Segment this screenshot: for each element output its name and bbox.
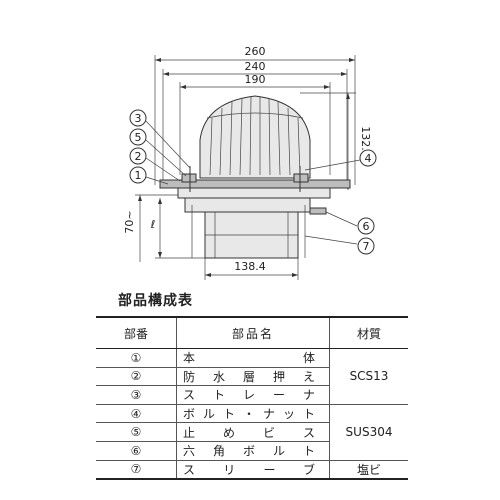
part-no: ⑥ <box>96 441 177 461</box>
part-material: SUS304 <box>329 404 408 461</box>
svg-text:3: 3 <box>135 112 142 125</box>
part-name: ストレーナ <box>176 385 331 405</box>
dimension-lines <box>135 55 356 280</box>
part-name: ボルト・ナット <box>176 404 331 424</box>
table-row: ⑤ 止めビス <box>96 422 408 442</box>
header-part-no: 部番 <box>96 316 177 349</box>
callout-5: 5 <box>129 128 147 146</box>
table-row: ④ ボルト・ナット SUS304 <box>96 404 408 461</box>
strainer-dome <box>199 95 311 179</box>
svg-text:2: 2 <box>135 150 142 163</box>
table-row: ② 防水層押え <box>96 367 408 387</box>
parts-table-title: 部品構成表 <box>118 293 193 309</box>
svg-text:5: 5 <box>135 131 142 144</box>
part-name: 防水層押え <box>176 367 331 387</box>
parts-table: 部番 部品名 材質 ① 本 体 SCS13 ② 防水層押え ③ ストレーナ ④ … <box>96 316 408 481</box>
dim-overall-width: 260 <box>245 45 266 58</box>
table-row: ⑥ 六角ボルト <box>96 441 408 461</box>
part-no: ④ <box>96 404 177 424</box>
part-material: 塩ビ <box>329 460 408 481</box>
dim-sleeve-length: ℓ <box>150 218 156 231</box>
roof-drain-technical-drawing: 260 240 190 132.0 138.4 70~ ℓ <box>123 45 377 280</box>
callout-1: 1 <box>129 166 147 184</box>
dim-depth-range: 70~ <box>123 210 136 233</box>
part-name: スリーブ <box>176 460 331 481</box>
header-material: 材質 <box>329 316 408 349</box>
callout-2: 2 <box>129 147 147 165</box>
svg-text:1: 1 <box>135 169 142 182</box>
dim-sleeve-width: 138.4 <box>234 260 266 273</box>
header-part-name: 部品名 <box>176 316 331 349</box>
table-row: ① 本 体 SCS13 <box>96 348 408 405</box>
part-no: ⑦ <box>96 460 177 481</box>
part-name: 本 体 <box>176 348 331 368</box>
callout-leaders <box>145 120 361 245</box>
part-no: ① <box>96 348 177 368</box>
callout-3: 3 <box>129 109 147 127</box>
part-no: ② <box>96 367 177 387</box>
part-no: ⑤ <box>96 422 177 442</box>
part-name: 止めビス <box>176 422 331 442</box>
svg-text:6: 6 <box>363 220 370 233</box>
parts-table-header: 部番 部品名 材質 <box>96 316 408 349</box>
dim-mid-width: 240 <box>245 60 266 73</box>
svg-text:4: 4 <box>365 152 372 165</box>
part-no: ③ <box>96 385 177 405</box>
callout-7: 7 <box>357 237 375 255</box>
table-row: ⑦ スリーブ 塩ビ <box>96 460 408 481</box>
dim-strainer-width: 190 <box>245 73 266 86</box>
part-name: 六角ボルト <box>176 441 331 461</box>
callout-4: 4 <box>359 149 377 167</box>
callout-6: 6 <box>357 217 375 235</box>
svg-text:7: 7 <box>363 240 370 253</box>
part-material: SCS13 <box>329 348 408 405</box>
sleeve <box>184 197 327 259</box>
table-row: ③ ストレーナ <box>96 385 408 405</box>
